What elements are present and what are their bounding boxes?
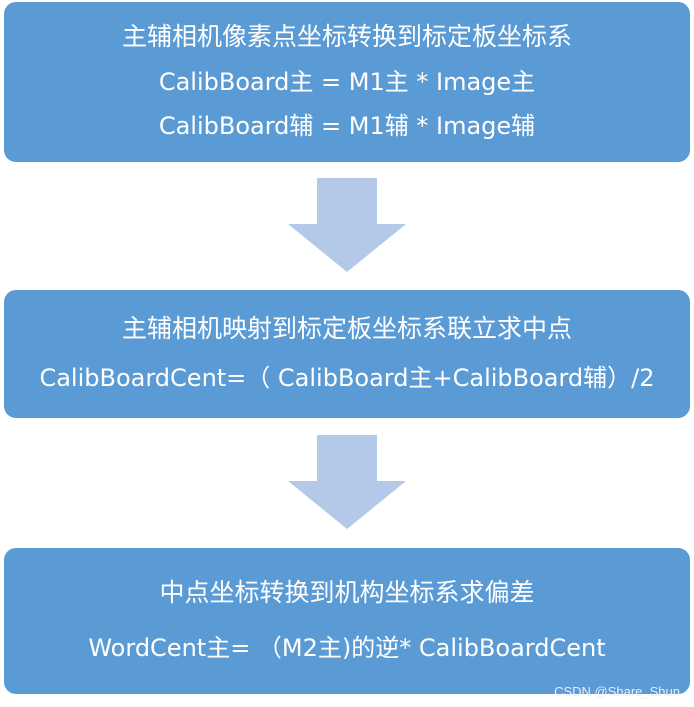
step-3-formula-1: WordCent主= （M2主)的逆* CalibBoardCent — [88, 634, 606, 663]
step-2-formula-1: CalibBoardCent=（ CalibBoard主+CalibBoard辅… — [39, 364, 655, 393]
step-2-box: 主辅相机映射到标定板坐标系联立求中点 CalibBoardCent=（ Cali… — [4, 290, 690, 418]
step-1-box: 主辅相机像素点坐标转换到标定板坐标系 CalibBoard主 = M1主 * I… — [4, 2, 690, 162]
step-1-title: 主辅相机像素点坐标转换到标定板坐标系 — [121, 22, 572, 52]
step-1-formula-1: CalibBoard主 = M1主 * Image主 — [158, 67, 536, 96]
down-arrow-icon — [288, 435, 406, 529]
step-3-title: 中点坐标转换到机构坐标系求偏差 — [159, 578, 535, 608]
watermark: CSDN @Share_Shun — [554, 684, 680, 699]
down-arrow-icon — [288, 178, 406, 272]
step-2-title: 主辅相机映射到标定板坐标系联立求中点 — [121, 314, 572, 344]
step-1-formula-2: CalibBoard辅 = M1辅 * Image辅 — [158, 112, 536, 141]
step-3-box: 中点坐标转换到机构坐标系求偏差 WordCent主= （M2主)的逆* Cali… — [4, 548, 690, 694]
